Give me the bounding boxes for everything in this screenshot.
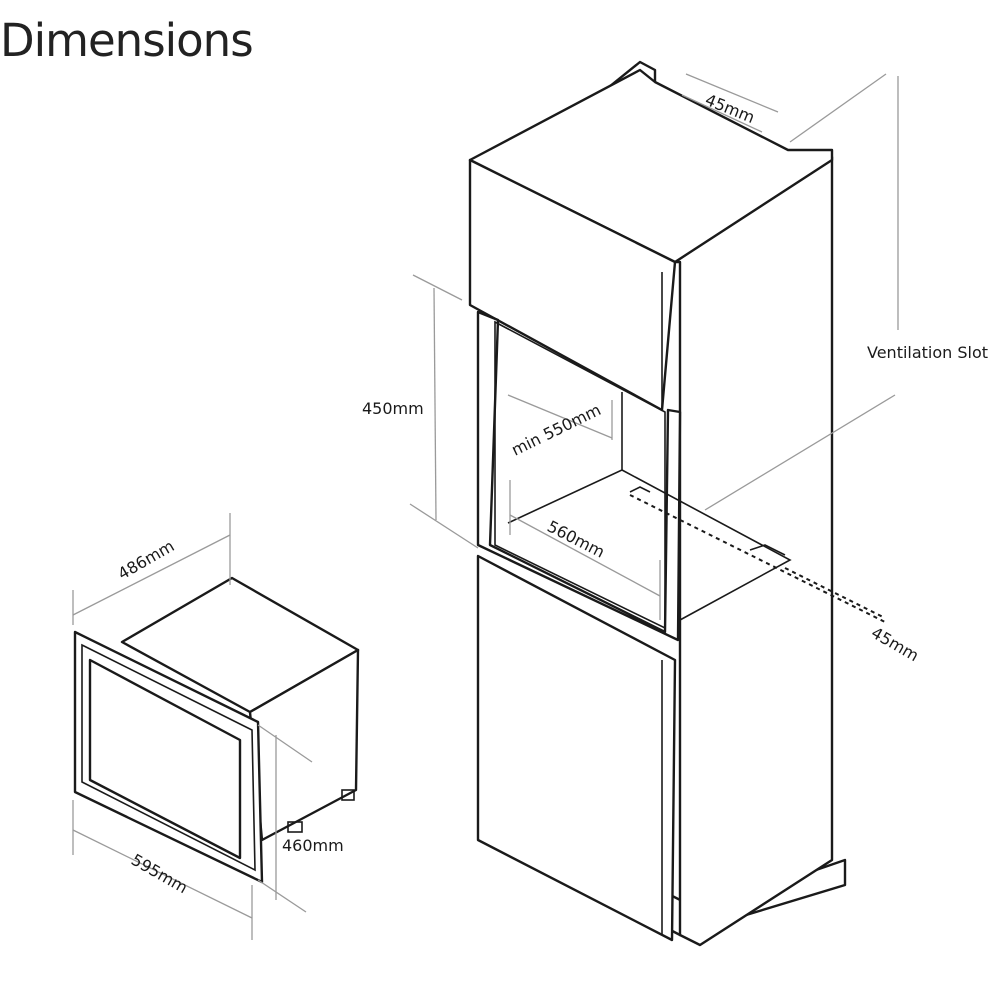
- microwave-foot: [287, 821, 303, 833]
- label-opening-height: 450mm: [362, 399, 424, 418]
- label-rear-gap: 45mm: [868, 623, 922, 665]
- cabinet-side-panel: [673, 155, 834, 947]
- opening-back-edge: [507, 392, 623, 524]
- opening-floor-edge: [621, 469, 792, 621]
- label-microwave-height: 460mm: [282, 836, 344, 855]
- microwave-door-glass: [88, 658, 242, 860]
- label-ventilation-slot: Ventilation Slot: [867, 343, 988, 362]
- microwave: [73, 576, 360, 884]
- cabinet-lower-door: [476, 554, 677, 942]
- label-microwave-width: 595mm: [128, 850, 191, 897]
- label-opening-depth: min 550mm: [508, 400, 603, 460]
- cabinet-dimension-lines: [409, 73, 899, 623]
- microwave-front-frame-inner: [81, 643, 256, 872]
- microwave-foot: [341, 789, 355, 801]
- vent-notch-floor: [749, 544, 786, 556]
- page-title: Dimensions: [0, 14, 254, 67]
- vent-notch-back: [629, 486, 651, 493]
- cabinet-opening-inner: [494, 320, 666, 630]
- label-microwave-depth: 486mm: [115, 536, 178, 583]
- cabinet-top-panel: [468, 68, 834, 264]
- tall-cabinet: [468, 60, 847, 947]
- microwave-dimension-lines: [72, 513, 313, 940]
